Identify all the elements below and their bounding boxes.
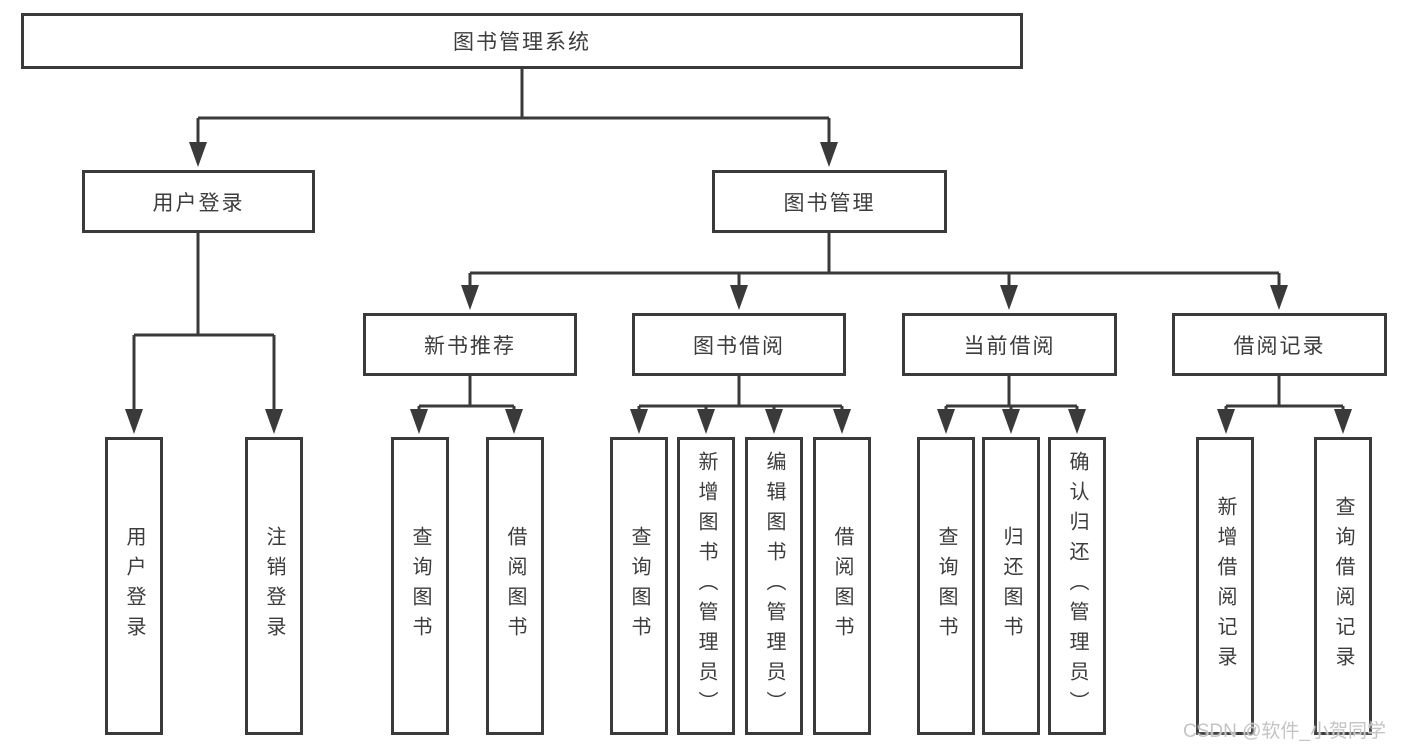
node-book-management-label: 图书管理 — [783, 191, 876, 215]
arrow-down-icon — [1334, 409, 1352, 434]
node-current-borrowing-label: 当前借阅 — [963, 334, 1056, 358]
node-new-book-recommendation-label: 新书推荐 — [424, 334, 516, 358]
leaf-logout: 注销登录 — [245, 437, 303, 735]
arrow-down-icon — [189, 142, 207, 167]
arrow-down-icon — [730, 285, 748, 310]
arrow-down-icon — [697, 409, 715, 434]
leaf-add-borrow-record-label: 新增借阅记录 — [1214, 496, 1236, 676]
leaf-query-books-borrowing: 查询图书 — [610, 437, 668, 735]
arrow-down-icon — [1000, 285, 1018, 310]
leaf-user-login-label: 用户登录 — [123, 526, 145, 646]
arrow-down-icon — [765, 409, 783, 434]
leaf-confirm-return-admin: 确认归还（管理员） — [1048, 437, 1106, 735]
leaf-add-book-admin-label: 新增图书（管理员） — [695, 451, 717, 721]
leaf-borrow-books: 借阅图书 — [813, 437, 871, 735]
leaf-borrow-books-label: 借阅图书 — [831, 526, 853, 646]
arrow-down-icon — [1002, 409, 1020, 434]
node-current-borrowing: 当前借阅 — [902, 313, 1117, 376]
arrow-down-icon — [265, 409, 283, 434]
arrow-down-icon — [833, 409, 851, 434]
node-book-management: 图书管理 — [712, 170, 947, 233]
leaf-edit-book-admin: 编辑图书（管理员） — [745, 437, 803, 735]
leaf-query-books-current-label: 查询图书 — [935, 526, 957, 646]
leaf-query-books-recommend-label: 查询图书 — [409, 526, 431, 646]
leaf-logout-label: 注销登录 — [263, 526, 285, 646]
arrow-down-icon — [1270, 285, 1288, 310]
node-user-login-label: 用户登录 — [152, 191, 245, 215]
leaf-query-books-borrowing-label: 查询图书 — [628, 526, 650, 646]
leaf-query-books-recommend: 查询图书 — [391, 437, 449, 735]
arrow-down-icon — [630, 409, 648, 434]
node-user-login: 用户登录 — [82, 170, 315, 233]
csdn-watermark: CSDN @软件_小贺同学 — [1183, 721, 1386, 742]
node-borrowing-records-label: 借阅记录 — [1233, 334, 1326, 358]
node-book-borrowing-label: 图书借阅 — [693, 334, 785, 358]
leaf-add-book-admin: 新增图书（管理员） — [677, 437, 735, 735]
leaf-confirm-return-admin-label: 确认归还（管理员） — [1066, 451, 1088, 721]
node-new-book-recommendation: 新书推荐 — [363, 313, 577, 376]
arrow-down-icon — [125, 409, 143, 434]
leaf-edit-book-admin-label: 编辑图书（管理员） — [763, 451, 785, 721]
arrow-down-icon — [820, 142, 838, 167]
leaf-user-login: 用户登录 — [105, 437, 163, 735]
leaf-query-borrow-record: 查询借阅记录 — [1314, 437, 1372, 735]
leaf-return-books-label: 归还图书 — [1000, 526, 1022, 646]
arrow-down-icon — [505, 409, 523, 434]
arrow-down-icon — [1068, 409, 1086, 434]
node-borrowing-records: 借阅记录 — [1172, 313, 1387, 376]
arrow-down-icon — [461, 285, 479, 310]
leaf-add-borrow-record: 新增借阅记录 — [1196, 437, 1254, 735]
leaf-query-books-current: 查询图书 — [917, 437, 975, 735]
leaf-query-borrow-record-label: 查询借阅记录 — [1332, 496, 1354, 676]
node-book-borrowing: 图书借阅 — [632, 313, 846, 376]
node-library-system-label: 图书管理系统 — [453, 31, 591, 54]
arrow-down-icon — [937, 409, 955, 434]
leaf-borrow-books-recommend-label: 借阅图书 — [504, 526, 526, 646]
leaf-borrow-books-recommend: 借阅图书 — [486, 437, 544, 735]
leaf-return-books: 归还图书 — [982, 437, 1040, 735]
arrow-down-icon — [410, 409, 428, 434]
arrow-down-icon — [1217, 409, 1235, 434]
node-library-system: 图书管理系统 — [21, 13, 1023, 69]
